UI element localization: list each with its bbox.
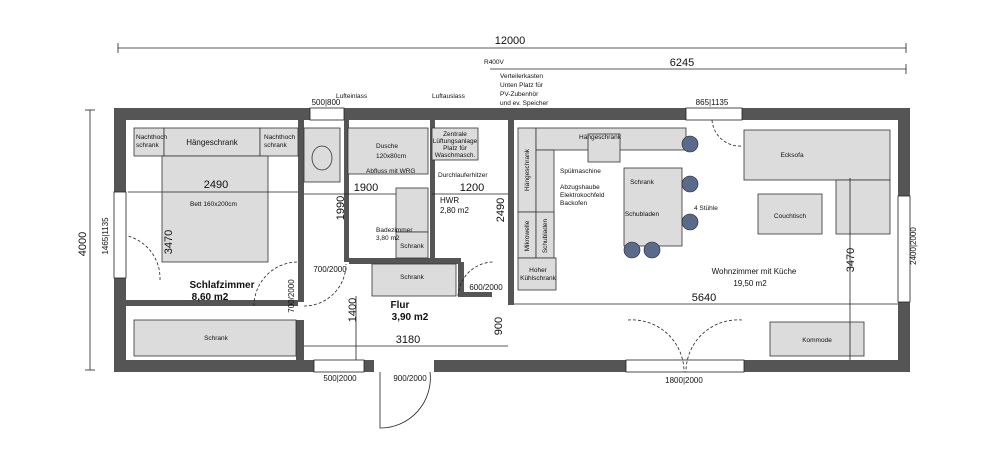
r400v-label: R400V — [484, 59, 505, 66]
verteiler-label-2: Unten Platz für — [500, 82, 544, 89]
dim-right-window: 2400|2000 — [909, 227, 918, 265]
flur-label: Flur — [391, 300, 410, 311]
luftauslass-label: Luftauslass — [432, 93, 466, 100]
dusche-size: 120x80cm — [376, 153, 406, 160]
kuehl-1: Hoher — [529, 267, 548, 274]
dim-bottom-window-small: 500|2000 — [323, 374, 357, 383]
nachttisch-right-1: Nachthoch — [264, 134, 295, 141]
abfluss-label: Abfluss mit WRG — [366, 168, 415, 175]
schubladen-kitchen-label: Schubladen — [542, 218, 549, 253]
lueftung-2: Lüftungsanlage — [433, 138, 478, 145]
dim-left-window: 1465|1135 — [101, 217, 110, 255]
verteiler-label-4: und ev. Speicher — [500, 100, 549, 107]
hwr-label: HWR — [440, 196, 459, 205]
furniture — [133, 127, 891, 357]
dim-total-width: 12000 — [495, 35, 526, 47]
dim-entry-door: 900/2000 — [393, 374, 427, 383]
schrank-bed-label: Schrank — [204, 335, 229, 342]
dim-door-bed-1: 700/2000 — [313, 265, 347, 274]
abzug-3: Backofen — [560, 200, 587, 207]
hwr-area: 2,80 m2 — [440, 206, 469, 215]
dim-bedroom-width: 2490 — [204, 179, 228, 191]
lufteinlass-label: Lufteinlass — [336, 93, 368, 100]
flur-area: 3,90 m2 — [392, 312, 429, 323]
dim-hwr-width: 1200 — [460, 182, 484, 194]
dim-bath-height: 1990 — [335, 196, 347, 220]
abzug-2: Elektrokochfeld — [560, 192, 605, 199]
schlafzimmer-label: Schlafzimmer — [189, 280, 254, 291]
dim-living-width: 5640 — [692, 292, 716, 304]
durchlauf-label: Durchlauferhitzer — [438, 172, 488, 179]
dim-partial-width: 6245 — [670, 57, 694, 69]
dim-door-hwr: 600/2000 — [469, 283, 503, 292]
dim-flur-side: 900 — [493, 317, 505, 335]
dim-bedroom-height: 3470 — [163, 230, 175, 254]
lueftung-1: Zentrale — [443, 131, 467, 138]
abzug-1: Abzugshaube — [560, 184, 600, 191]
stuehle-label: 4 Stühle — [694, 205, 718, 212]
dim-total-height: 4000 — [77, 232, 89, 256]
schrank-flur-label: Schrank — [400, 274, 425, 281]
haengeschrank-kitchen-left: Hängeschrank — [524, 148, 531, 191]
chairs — [623, 135, 699, 259]
nachttisch-right-2: schrank — [264, 142, 288, 149]
bett-label: Bett 160x200cm — [190, 201, 237, 208]
dusche-label: Dusche — [376, 143, 398, 150]
couchtisch-label: Couchtisch — [774, 213, 807, 220]
schrank-island-label: Schrank — [630, 179, 655, 186]
lueftung-4: Waschmasch. — [435, 152, 476, 159]
kuehl-2: Kühlschrank — [520, 275, 557, 282]
kommode-label: Kommode — [802, 337, 832, 344]
dim-window-top-right: 865|1135 — [696, 98, 729, 107]
haengeschrank-bed-label: Hängeschrank — [186, 138, 239, 147]
schlafzimmer-area: 8,60 m2 — [192, 292, 229, 303]
ecksofa-label: Ecksofa — [780, 152, 804, 159]
dim-window-top-left: 500|800 — [312, 98, 341, 107]
verteiler-label-1: Verteilerkasten — [500, 73, 543, 80]
lueftung-3: Platz für — [443, 145, 468, 152]
interior-dims — [128, 178, 898, 360]
spuelmaschine-label: Spülmaschine — [560, 168, 601, 175]
wohnzimmer-label: Wohnzimmer mit Küche — [712, 267, 797, 276]
walls — [112, 106, 912, 374]
mikrowelle-label: Mikrowelle — [524, 220, 531, 251]
verteiler-label-3: PV-Zubenhör — [500, 91, 539, 98]
schubladen-island-label: Schubladen — [625, 211, 660, 218]
schrank-bath-label: Schrank — [400, 243, 425, 250]
dim-flur-height: 1400 — [347, 298, 359, 322]
dim-living-height: 3470 — [845, 248, 857, 272]
window-frames — [113, 107, 911, 373]
wohnzimmer-area: 19,50 m2 — [733, 279, 767, 288]
dimension-lines — [85, 43, 907, 371]
nachttisch-left-1: Nachthoch — [136, 134, 167, 141]
doors — [127, 119, 743, 429]
nachttisch-left-2: schrank — [136, 142, 160, 149]
dim-terrace-door: 1800|2000 — [665, 376, 703, 385]
dim-door-bed-2: 700/2000 — [287, 279, 296, 313]
haengeschrank-kitchen-top: Hängeschrank — [579, 134, 622, 141]
badezimmer-label: Badezimmer — [376, 227, 413, 234]
dim-hwr-height: 2490 — [495, 198, 507, 222]
dim-flur-width: 3180 — [396, 334, 420, 346]
dim-bath-width: 1900 — [354, 182, 378, 194]
badezimmer-area: 3,80 m2 — [376, 235, 400, 242]
